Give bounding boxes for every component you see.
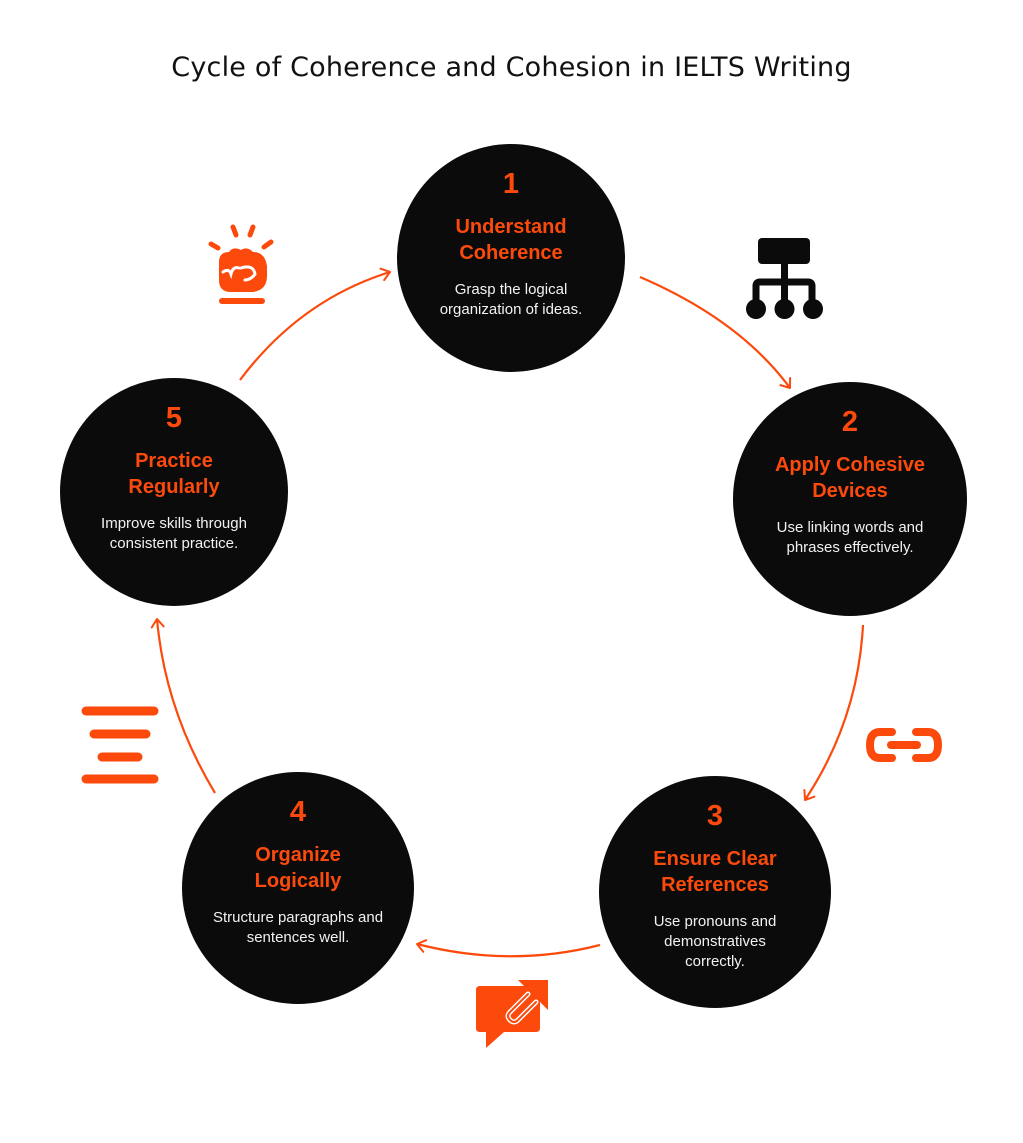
- step-number: 2: [841, 406, 859, 438]
- step-number: 3: [706, 800, 724, 832]
- step-number: 4: [289, 796, 307, 828]
- step-heading: Understand Coherence: [455, 216, 567, 264]
- step-description: Use linking words and phrases effectivel…: [776, 519, 924, 556]
- step-description: Grasp the logical organization of ideas.: [439, 281, 583, 318]
- step-node-5: 5 Practice Regularly Improve skills thro…: [60, 378, 288, 606]
- step-node-2: 2 Apply Cohesive Devices Use linking wor…: [733, 382, 967, 616]
- arrow-4-to-5: [150, 618, 216, 794]
- step-heading: Apply Cohesive Devices: [774, 454, 926, 502]
- step-node-1: 1 Understand Coherence Grasp the logical…: [397, 144, 625, 372]
- fist-bump-icon: [208, 224, 274, 304]
- step-heading: Ensure Clear References: [653, 848, 777, 896]
- step-heading: Organize Logically: [254, 844, 342, 892]
- step-description: Improve skills through consistent practi…: [101, 515, 247, 552]
- align-center-icon: [81, 706, 159, 784]
- arrow-2-to-3: [803, 624, 865, 801]
- link-icon: [865, 728, 943, 762]
- arrow-3-to-4: [416, 939, 601, 958]
- step-node-4: 4 Organize Logically Structure paragraph…: [182, 772, 414, 1004]
- step-description: Structure paragraphs and sentences well.: [212, 909, 384, 946]
- diagram-title: Cycle of Coherence and Cohesion in IELTS…: [171, 52, 852, 83]
- step-description: Use pronouns and demonstratives correctl…: [653, 913, 777, 970]
- step-heading: Practice Regularly: [128, 450, 220, 498]
- chat-share-icon: [476, 980, 548, 1048]
- step-node-3: 3 Ensure Clear References Use pronouns a…: [599, 776, 831, 1008]
- step-number: 1: [502, 168, 520, 200]
- step-number: 5: [165, 402, 183, 434]
- arrow-1-to-2: [639, 275, 792, 389]
- arrow-5-to-1: [239, 267, 391, 381]
- hierarchy-icon: [746, 238, 823, 319]
